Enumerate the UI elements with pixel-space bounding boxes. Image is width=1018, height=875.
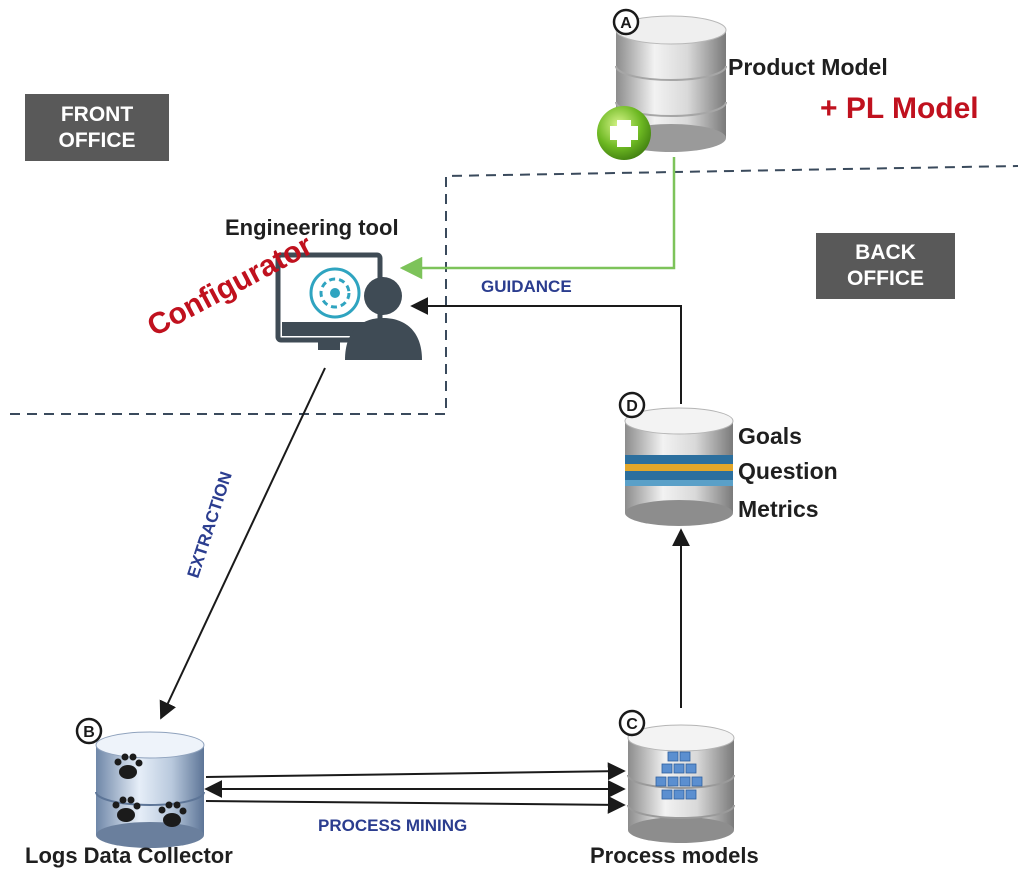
marker-c: C	[618, 709, 646, 737]
back-office-line-1: BACK	[855, 241, 916, 264]
engineering-tool-monitor-icon	[275, 252, 383, 350]
gqm-database-icon	[624, 407, 734, 526]
product-model-label: Product Model	[728, 54, 888, 80]
process-mining-arrow-bottom	[205, 795, 626, 814]
guidance-flow-label: GUIDANCE	[481, 277, 572, 296]
front-office-label: FRONT OFFICE	[25, 94, 169, 161]
svg-text:A: A	[620, 15, 632, 32]
guidance-arrow	[410, 297, 682, 404]
process-mining-arrow-top	[205, 762, 626, 781]
extraction-arrow	[159, 367, 326, 720]
logs-database-icon	[95, 731, 205, 848]
process-models-database-icon	[627, 724, 735, 843]
back-office-label: BACK OFFICE	[816, 233, 955, 299]
paw-print-icon	[114, 753, 143, 779]
svg-text:B: B	[83, 724, 95, 741]
front-office-line-2: OFFICE	[58, 128, 136, 152]
back-office-line-2: OFFICE	[847, 267, 924, 290]
question-label: Question	[738, 458, 838, 484]
goals-label: Goals	[738, 423, 802, 449]
user-silhouette-icon	[345, 277, 422, 360]
product-model-feed-arrow	[399, 157, 676, 280]
process-models-label: Process models	[590, 843, 759, 868]
product-model-database-icon	[597, 15, 727, 160]
logs-data-collector-label: Logs Data Collector	[25, 843, 233, 868]
marker-b: B	[75, 717, 103, 745]
svg-text:D: D	[626, 398, 638, 415]
metrics-label: Metrics	[738, 496, 819, 522]
process-mining-flow-label: PROCESS MINING	[318, 816, 468, 835]
front-office-line-1: FRONT	[60, 102, 134, 126]
svg-text:C: C	[626, 716, 638, 733]
engineering-tool-label: Engineering tool	[225, 215, 399, 240]
paw-print-icon	[158, 801, 187, 827]
office-boundary-dashed	[10, 165, 1018, 415]
marker-d: D	[618, 391, 646, 419]
pl-model-label: + PL Model	[820, 92, 979, 125]
paw-print-icon	[112, 796, 141, 822]
grid-cubes-icon	[655, 751, 703, 800]
marker-a: A	[612, 8, 640, 36]
